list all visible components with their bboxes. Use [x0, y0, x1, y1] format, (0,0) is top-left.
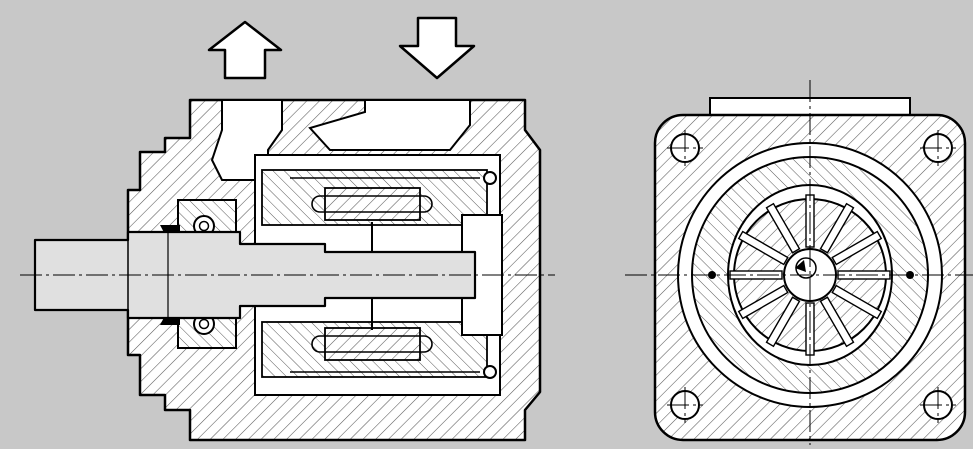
vane	[831, 284, 883, 320]
vane	[765, 202, 801, 254]
side-section-view	[20, 98, 555, 442]
vane	[737, 284, 789, 320]
vane	[819, 202, 855, 254]
inlet-arrow-icon	[398, 16, 476, 80]
vane	[819, 296, 855, 348]
outlet-arrow-icon	[207, 20, 283, 80]
vane	[831, 230, 883, 266]
inlet-port	[308, 99, 471, 151]
end-section-view	[625, 80, 973, 445]
vane	[737, 230, 789, 266]
vane	[765, 296, 801, 348]
